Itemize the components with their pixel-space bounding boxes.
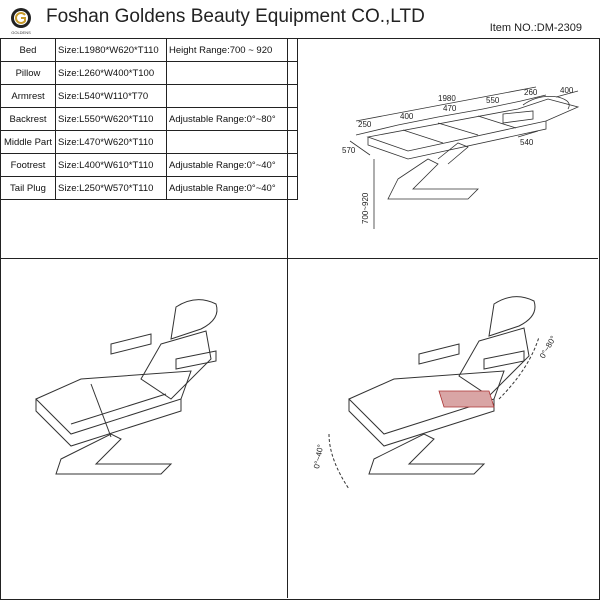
header: GOLDENS Foshan Goldens Beauty Equipment … [0,0,600,38]
spec-part: Footrest [0,153,56,177]
spec-extra [166,61,298,85]
spec-size: Size:L550*W620*T110 [55,107,167,131]
left-armrest-shape [110,333,152,355]
spec-size: Size:L470*W620*T110 [55,130,167,154]
dim-470: 470 [443,104,457,113]
spec-extra: Adjustable Range:0°~40° [166,153,298,177]
dim-armrest: 540 [520,138,534,147]
dim-total-length: 1980 [438,94,456,103]
right-armrest-shape [175,350,217,370]
logo-text: GOLDENS [11,30,31,35]
company-logo-icon: GOLDENS [11,8,31,35]
spec-size: Size:L400*W610*T110 [55,153,167,177]
dim-pillow-width: 400 [560,86,574,95]
spec-part: Armrest [0,84,56,108]
vertical-divider [287,38,288,598]
headrest-outline [522,95,570,110]
company-name: Foshan Goldens Beauty Equipment CO.,LTD [46,6,425,27]
chair-drawing-right: 0°~80° 0°~40° [312,296,558,490]
item-number: Item NO.:DM-2309 [489,22,582,34]
spec-extra: Adjustable Range:0°~40° [166,176,298,200]
dim-260: 260 [524,88,538,97]
highlight-section [438,390,495,408]
dim-250: 250 [358,120,372,129]
headrest-shape [170,299,218,340]
spec-extra: Height Range:700 ~ 920 [166,38,298,62]
spec-extra [166,84,298,108]
dim-400: 400 [400,112,414,121]
spec-part: Tail Plug [0,176,56,200]
spec-part: Backrest [0,107,56,131]
horizontal-divider [0,258,598,259]
dim-height: 700~920 [361,192,370,224]
chair-drawing-left [35,299,218,475]
spec-extra: Adjustable Range:0°~80° [166,107,298,131]
backrest-shape [140,330,212,400]
bed-top-outline [366,98,580,152]
base-outline [387,158,479,200]
spec-size: Size:L540*W110*T70 [55,84,167,108]
dim-width: 570 [342,146,356,155]
bed-side-outline [367,121,547,160]
angle-foot: 0°~40° [312,444,325,470]
spec-part: Middle Part [0,130,56,154]
spec-size: Size:L250*W570*T110 [55,176,167,200]
dimension-drawing: 1980 250 400 470 550 260 400 570 540 700… [342,86,580,229]
dim-550: 550 [486,96,500,105]
spec-size: Size:L260*W400*T100 [55,61,167,85]
spec-extra [166,130,298,154]
spec-size: Size:L1980*W620*T110 [55,38,167,62]
spec-part: Bed [0,38,56,62]
chair-base-shape [55,433,173,475]
spec-part: Pillow [0,61,56,85]
angle-back: 0°~80° [538,334,558,360]
seat-shape [35,370,192,435]
